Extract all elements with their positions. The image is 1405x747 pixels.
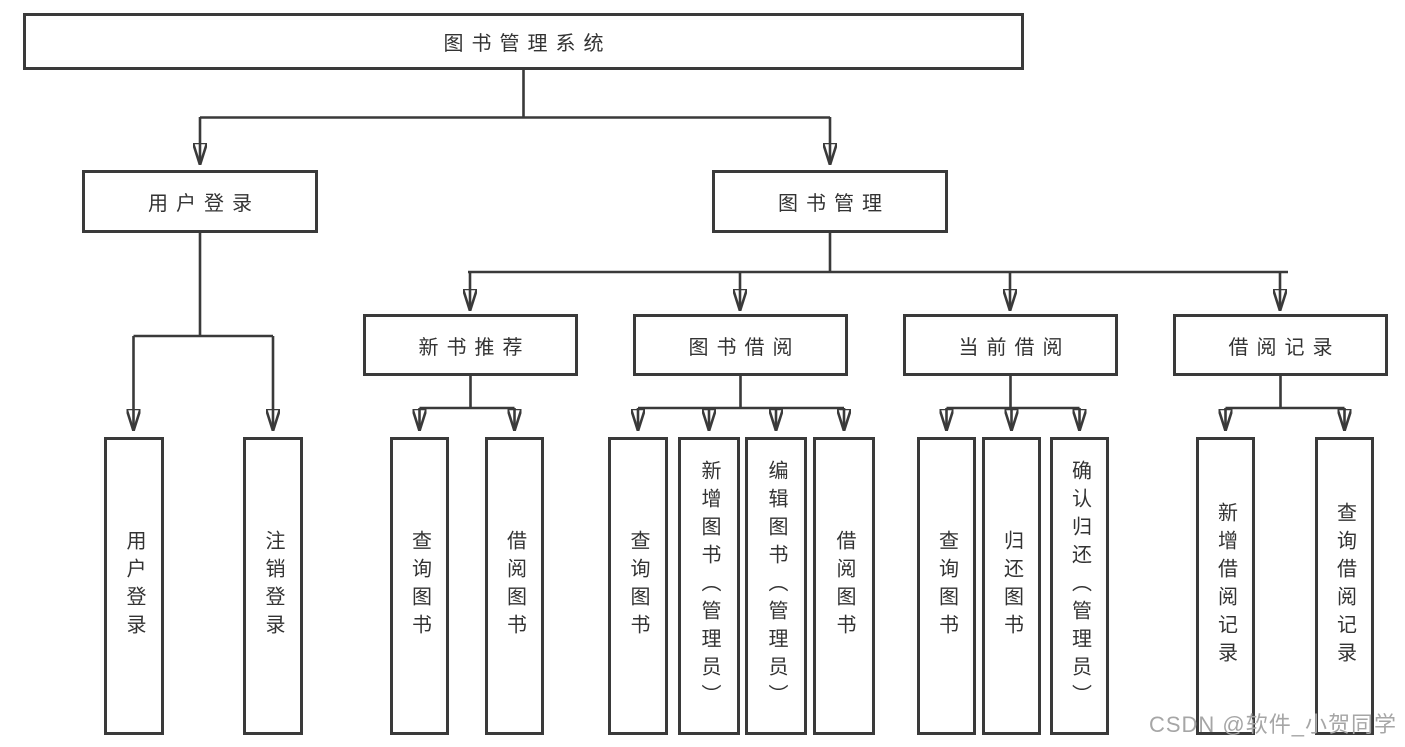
- node-new-book-recommend: 新书推荐: [363, 314, 578, 376]
- leaf-borrow-books-a: 借阅图书: [485, 437, 544, 735]
- leaf-query-borrow-record: 查询借阅记录: [1315, 437, 1374, 735]
- leaf-user-login: 用户登录: [104, 437, 164, 735]
- node-user-login: 用户登录: [82, 170, 318, 233]
- leaf-query-books-c: 查询图书: [917, 437, 976, 735]
- node-borrow-records: 借阅记录: [1173, 314, 1388, 376]
- leaf-add-books-admin: 新增图书（管理员）: [678, 437, 740, 735]
- node-book-management: 图书管理: [712, 170, 948, 233]
- node-current-borrow: 当前借阅: [903, 314, 1118, 376]
- leaf-return-books: 归还图书: [982, 437, 1041, 735]
- leaf-borrow-books-b: 借阅图书: [813, 437, 875, 735]
- watermark-text: CSDN @软件_小贺同学: [1148, 712, 1397, 737]
- leaf-edit-books-admin: 编辑图书（管理员）: [745, 437, 807, 735]
- leaf-logout: 注销登录: [243, 437, 303, 735]
- leaf-query-books-b: 查询图书: [608, 437, 668, 735]
- node-book-borrow: 图书借阅: [633, 314, 848, 376]
- node-library-system: 图书管理系统: [23, 13, 1024, 70]
- leaf-add-borrow-record: 新增借阅记录: [1196, 437, 1255, 735]
- leaf-confirm-return-admin: 确认归还（管理员）: [1050, 437, 1109, 735]
- leaf-query-books-a: 查询图书: [390, 437, 449, 735]
- connector-elbows: [133, 69, 1345, 410]
